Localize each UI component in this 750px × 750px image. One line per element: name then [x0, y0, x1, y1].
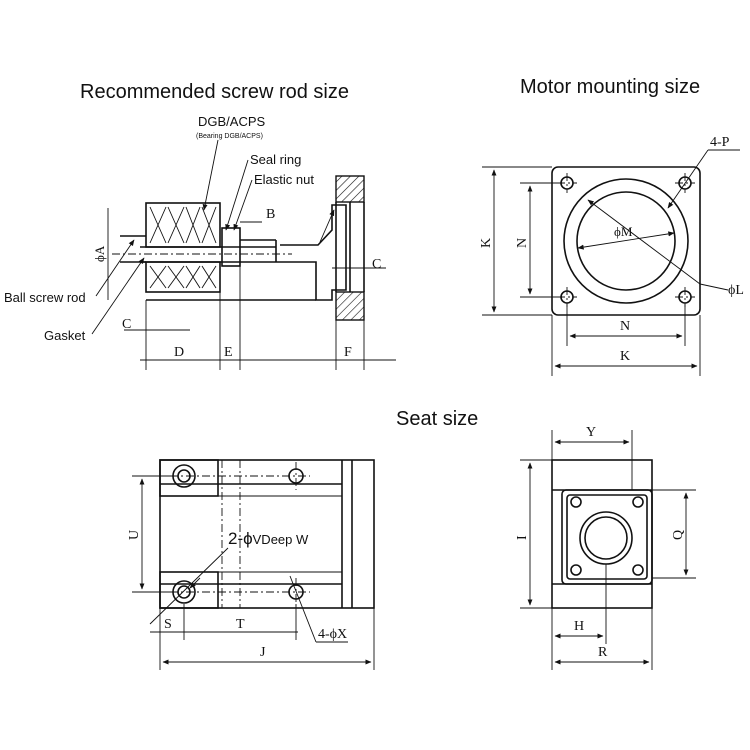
label-gasket: Gasket [44, 328, 86, 343]
dim-r: R [598, 645, 608, 660]
title-motor: Motor mounting size [520, 76, 700, 98]
elastic-nut [221, 227, 241, 267]
dim-phi-a: ϕA [92, 245, 107, 262]
dim-j: J [260, 645, 266, 660]
dim-phi-m: ϕM [614, 224, 633, 239]
seat-top-block [159, 459, 219, 497]
dim-u: U [127, 530, 142, 540]
screw-rod-view: DGB/ACPS (Bearing DGB/ACPS) Seal ring El… [4, 114, 396, 370]
motor-plate [551, 166, 701, 316]
callout-counterbore: 2-ϕVDeep W [228, 529, 309, 548]
seat-body [159, 459, 375, 609]
dim-h: H [574, 619, 584, 634]
dim-s: S [164, 617, 172, 632]
dim-4-p: 4-P [710, 135, 730, 150]
motor-inner-circle [576, 191, 676, 291]
motor-outer-circle [563, 178, 689, 304]
side-bore-inner [584, 516, 628, 560]
seat-side-view: Y I Q H R [515, 425, 696, 670]
dim-k-vertical: K [479, 238, 494, 248]
side-bore-outer [579, 511, 633, 565]
callout-rest: VDeep W [253, 532, 309, 547]
dim-q: Q [671, 530, 686, 540]
dim-y: Y [586, 425, 596, 440]
dim-f: F [344, 345, 352, 360]
dim-phi-l: ϕL [728, 283, 744, 298]
callout-prefix: 2-ϕ [228, 529, 253, 548]
side-flange-inner [566, 494, 648, 580]
dim-n-horizontal: N [620, 319, 630, 334]
dim-n-vertical: N [515, 238, 530, 248]
dim-k-horizontal: K [620, 349, 630, 364]
label-seal-ring: Seal ring [250, 152, 301, 167]
seat-front-view: U 2-ϕVDeep W 4-ϕX S T J [127, 459, 375, 670]
dim-e: E [224, 345, 233, 360]
flange-bottom [335, 291, 365, 321]
label-elastic-nut: Elastic nut [254, 172, 314, 187]
dim-i: I [515, 535, 530, 540]
dim-c-right: C [372, 257, 381, 272]
dim-d: D [174, 345, 184, 360]
label-bearing-sub: (Bearing DGB/ACPS) [196, 133, 263, 140]
dim-t: T [236, 617, 245, 632]
bearing-balls-top [149, 206, 217, 244]
title-screw-rod: Recommended screw rod size [80, 81, 349, 103]
side-flange-outer [561, 489, 653, 585]
flange-top [335, 175, 365, 203]
title-seat: Seat size [396, 408, 478, 430]
label-ball-screw-rod: Ball screw rod [4, 290, 86, 305]
label-bearing: DGB/ACPS [198, 114, 266, 129]
dim-4-phi-x: 4-ϕX [318, 627, 347, 642]
dim-b: B [266, 207, 275, 222]
bearing-balls-bottom [149, 265, 217, 289]
dim-c-left: C [122, 317, 131, 332]
seat-bottom-block [159, 571, 219, 609]
motor-view: ϕM ϕL 4-P K N N K [479, 135, 744, 376]
